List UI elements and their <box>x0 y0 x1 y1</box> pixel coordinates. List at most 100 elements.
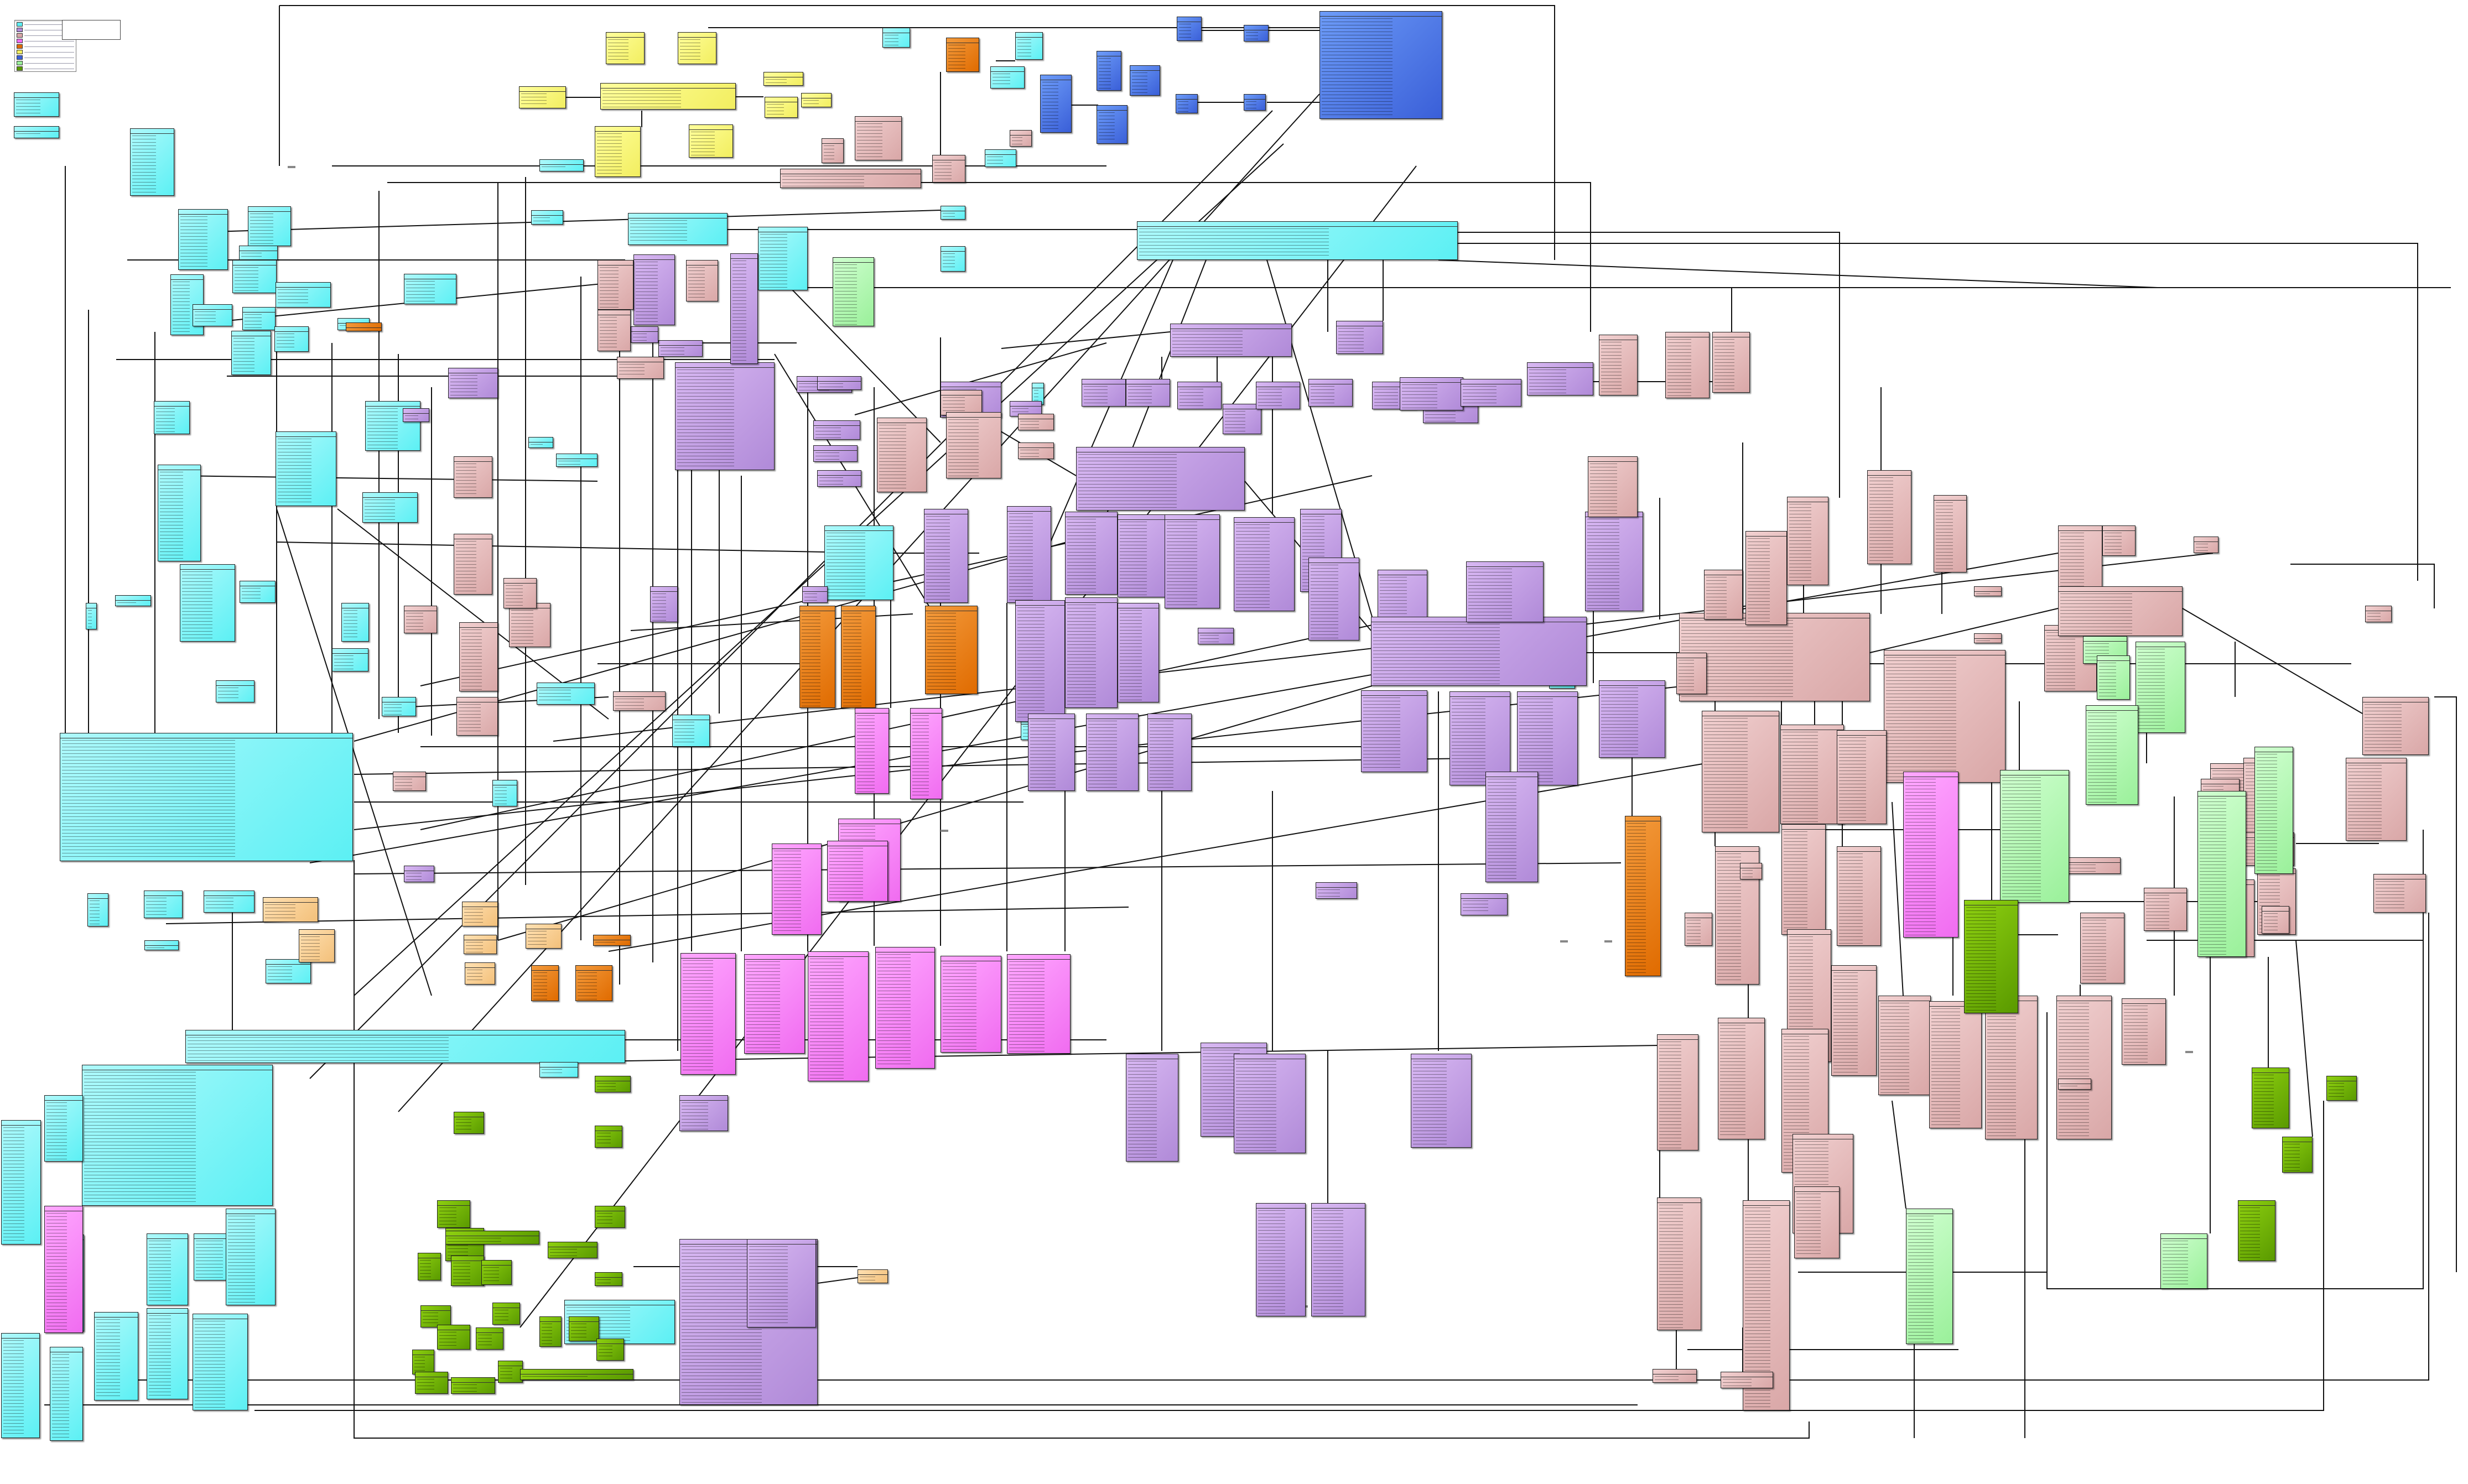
class-box[interactable] <box>1599 680 1665 758</box>
class-box[interactable] <box>299 929 335 962</box>
class-box[interactable] <box>492 780 517 806</box>
class-box[interactable] <box>193 304 232 326</box>
class-box[interactable] <box>1015 32 1043 60</box>
class-box[interactable] <box>675 362 775 470</box>
class-box[interactable] <box>875 947 935 1069</box>
class-box[interactable] <box>1097 105 1128 144</box>
class-box[interactable] <box>1126 1054 1178 1162</box>
class-box[interactable] <box>1170 324 1292 357</box>
class-box[interactable] <box>465 962 495 985</box>
class-box[interactable] <box>1906 1209 1953 1344</box>
class-box[interactable] <box>595 126 641 177</box>
class-box[interactable] <box>1718 1018 1765 1139</box>
class-box[interactable] <box>2086 705 2138 805</box>
class-box[interactable] <box>1461 379 1521 407</box>
class-box[interactable] <box>548 1242 597 1258</box>
class-box[interactable] <box>86 603 97 629</box>
class-box[interactable] <box>2136 642 2185 733</box>
class-box[interactable] <box>772 843 822 935</box>
class-box[interactable] <box>569 1316 599 1341</box>
class-box[interactable] <box>606 32 645 64</box>
class-box[interactable] <box>130 128 174 196</box>
class-box[interactable] <box>631 326 658 343</box>
class-box[interactable] <box>2160 1233 2207 1289</box>
class-box[interactable] <box>456 697 498 736</box>
class-box[interactable] <box>509 603 550 647</box>
class-box[interactable] <box>1065 512 1118 595</box>
class-box[interactable] <box>144 891 183 918</box>
class-box[interactable] <box>2144 888 2187 931</box>
class-box[interactable] <box>2056 996 2112 1139</box>
class-box[interactable] <box>1361 690 1427 772</box>
class-box[interactable] <box>1147 714 1192 791</box>
class-box[interactable] <box>94 1312 138 1400</box>
class-box[interactable] <box>1018 442 1054 459</box>
class-box[interactable] <box>1657 1034 1698 1150</box>
class-box[interactable] <box>1878 996 1931 1095</box>
class-box[interactable] <box>1974 586 2002 596</box>
class-box[interactable] <box>404 606 437 633</box>
class-box[interactable] <box>924 509 968 603</box>
class-box[interactable] <box>459 622 498 691</box>
class-box[interactable] <box>1177 382 1222 409</box>
class-box[interactable] <box>2346 758 2407 841</box>
class-box[interactable] <box>462 902 498 926</box>
class-box[interactable] <box>1903 772 1958 938</box>
class-box[interactable] <box>747 1239 816 1327</box>
class-box[interactable] <box>556 454 597 467</box>
class-box[interactable] <box>1256 382 1300 409</box>
class-box[interactable] <box>882 28 910 48</box>
class-box[interactable] <box>824 525 893 600</box>
class-box[interactable] <box>1588 456 1638 517</box>
class-box[interactable] <box>1118 514 1167 597</box>
class-box[interactable] <box>144 940 179 950</box>
class-box[interactable] <box>539 159 584 171</box>
class-box[interactable] <box>14 126 59 138</box>
class-box[interactable] <box>193 1314 248 1410</box>
class-box[interactable] <box>1657 1197 1701 1330</box>
class-box[interactable] <box>1712 332 1750 393</box>
class-box[interactable] <box>531 210 563 225</box>
class-box[interactable] <box>780 169 921 188</box>
class-box[interactable] <box>1676 653 1707 694</box>
class-box[interactable] <box>1076 447 1245 511</box>
class-box[interactable] <box>855 708 889 794</box>
class-box[interactable] <box>276 282 331 308</box>
class-box[interactable] <box>575 965 612 1001</box>
class-box[interactable] <box>418 1253 441 1280</box>
class-box[interactable] <box>231 331 271 375</box>
class-box[interactable] <box>498 1361 523 1383</box>
class-box[interactable] <box>242 307 276 330</box>
class-box[interactable] <box>1837 846 1881 946</box>
class-box[interactable] <box>154 401 190 434</box>
class-box[interactable] <box>855 116 902 160</box>
class-box[interactable] <box>2238 1200 2275 1261</box>
class-box[interactable] <box>1831 965 1877 1076</box>
class-box[interactable] <box>1740 863 1762 879</box>
class-box[interactable] <box>802 586 828 603</box>
class-box[interactable] <box>528 437 553 448</box>
class-box[interactable] <box>226 1209 276 1305</box>
class-box[interactable] <box>178 209 228 270</box>
class-box[interactable] <box>1316 882 1357 899</box>
class-box[interactable] <box>2373 874 2426 913</box>
class-box[interactable] <box>946 38 979 72</box>
class-box[interactable] <box>87 893 108 926</box>
class-box[interactable] <box>593 935 631 946</box>
class-box[interactable] <box>1679 613 1870 701</box>
class-box[interactable] <box>1065 597 1118 708</box>
class-box[interactable] <box>403 408 429 422</box>
class-box[interactable] <box>1308 558 1359 641</box>
class-box[interactable] <box>50 1347 83 1441</box>
class-box[interactable] <box>1223 404 1261 434</box>
class-box[interactable] <box>650 586 678 622</box>
class-box[interactable] <box>1685 913 1712 946</box>
class-box[interactable] <box>2282 1137 2313 1173</box>
class-box[interactable] <box>858 1269 888 1283</box>
class-box[interactable] <box>1517 691 1578 785</box>
class-box[interactable] <box>841 606 876 708</box>
class-box[interactable] <box>404 274 456 304</box>
class-box[interactable] <box>932 155 965 183</box>
class-box[interactable] <box>2122 998 2166 1065</box>
class-box[interactable] <box>679 1095 728 1131</box>
